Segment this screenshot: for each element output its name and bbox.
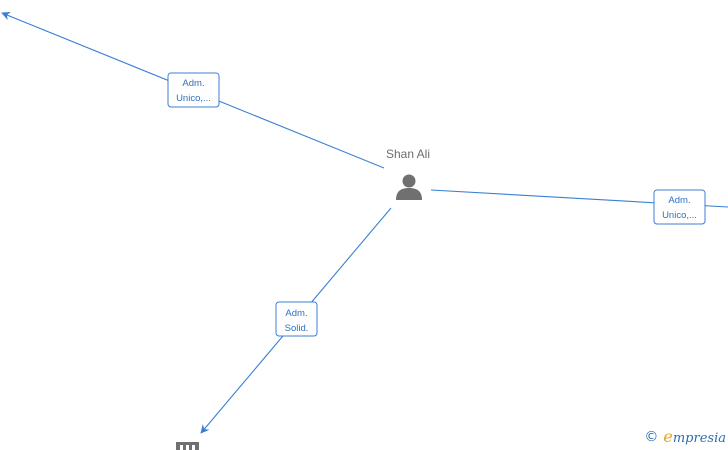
- copyright-symbol: ©: [644, 428, 659, 445]
- edge-label-line1: Adm.: [182, 78, 204, 89]
- edge-label-line2: Solid.: [285, 323, 309, 334]
- brand-rest: mpresia: [672, 431, 726, 446]
- edge-top-left[interactable]: Adm. Unico,...: [1, 11, 385, 169]
- edge-label-line2: Unico,...: [176, 93, 211, 104]
- person-icon: [396, 174, 422, 200]
- edge-label-top-left[interactable]: Adm. Unico,...: [167, 72, 220, 108]
- edge-label-bottom-left[interactable]: Adm. Solid.: [275, 301, 318, 337]
- brand-logo: empresia: [663, 427, 726, 446]
- edge-bottom-left[interactable]: Adm. Solid.: [200, 207, 392, 434]
- edge-label-line2: Unico,...: [662, 210, 697, 221]
- brand-initial: e: [663, 427, 673, 446]
- edge-label-line1: Adm.: [668, 195, 690, 206]
- edge-label-right[interactable]: Adm. Unico,...: [653, 189, 706, 225]
- person-node[interactable]: Shan Ali: [386, 147, 430, 200]
- empresia-watermark: © empresia: [644, 427, 726, 446]
- building-icon[interactable]: [176, 442, 199, 450]
- person-name: Shan Ali: [386, 147, 430, 161]
- edge-label-line1: Adm.: [285, 308, 307, 319]
- edge-right[interactable]: Adm. Unico,...: [430, 189, 728, 225]
